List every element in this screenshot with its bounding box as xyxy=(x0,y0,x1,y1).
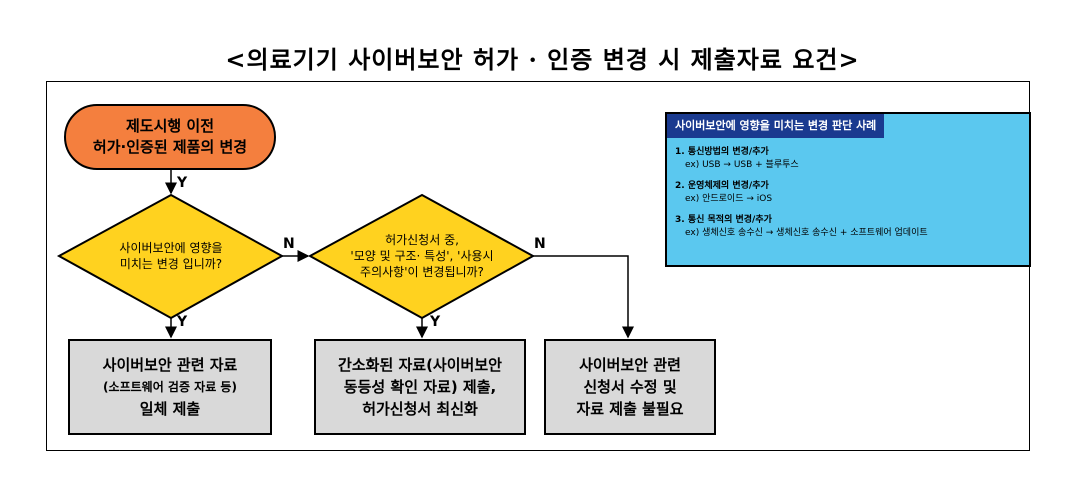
info-item-2-example: ex) 안드로이드 → iOS xyxy=(685,194,773,204)
start-line2: 허가·인증된 제품의 변경 xyxy=(92,138,248,156)
outcome-simplified-submission: 간소화된 자료(사이버보안 동등성 확인 자료) 제출, 허가신청서 최신화 xyxy=(314,339,526,435)
info-panel-title: 사이버보안에 영향을 미치는 변경 판단 사례 xyxy=(667,114,885,138)
info-item-3-example: ex) 생체신호 송수신 → 생체신호 송수신 + 소프트웨어 업데이트 xyxy=(685,228,928,238)
outcome3-line3: 자료 제출 불필요 xyxy=(576,400,684,418)
info-item-1-example: ex) USB → USB + 블루투스 xyxy=(685,160,799,170)
label-decision1-yes: Y xyxy=(177,314,188,330)
outcome1-line3: 일체 제출 xyxy=(139,400,201,418)
outcome1-line1: 사이버보안 관련 자료 xyxy=(102,356,238,374)
outcome2-line2: 동등성 확인 자료) 제출, xyxy=(343,378,497,396)
decision1-text: 사이버보안에 영향을 미치는 변경 입니까? xyxy=(96,240,246,272)
info-item-1-label: 1. 통신방법의 변경/추가 xyxy=(675,147,769,157)
decision1-line1: 사이버보안에 영향을 xyxy=(119,241,223,255)
label-decision2-no: N xyxy=(534,236,546,252)
outcome2-line1: 간소화된 자료(사이버보안 xyxy=(338,356,502,374)
label-decision2-yes: Y xyxy=(430,314,441,330)
decision1-line2: 미치는 변경 입니까? xyxy=(119,257,223,271)
arrow-decision2-no xyxy=(533,255,634,339)
page-title: <의료기기 사이버보안 허가 · 인증 변경 시 제출자료 요건> xyxy=(225,45,860,74)
label-decision1-no: N xyxy=(283,236,295,252)
decision2-line2: '모양 및 구조· 특성', '사용시 xyxy=(350,249,494,263)
start-terminal: 제도시행 이전 허가·인증된 제품의 변경 xyxy=(64,104,276,170)
info-item-2-label: 2. 운영체제의 변경/추가 xyxy=(675,181,769,191)
outcome3-line1: 사이버보안 관련 xyxy=(579,356,681,374)
outcome1-line2: (소프트웨어 검증 자료 등) xyxy=(103,380,237,394)
outcome2-line3: 허가신청서 최신화 xyxy=(362,400,478,418)
start-line1: 제도시행 이전 xyxy=(125,117,215,135)
outcome-full-submission: 사이버보안 관련 자료 (소프트웨어 검증 자료 등) 일체 제출 xyxy=(68,339,272,435)
info-item-3-label: 3. 통신 목적의 변경/추가 xyxy=(675,215,772,225)
outcome3-line2: 신청서 수정 및 xyxy=(583,378,677,396)
outcome-no-submission: 사이버보안 관련 신청서 수정 및 자료 제출 불필요 xyxy=(544,339,716,435)
info-panel-body: 1. 통신방법의 변경/추가 ex) USB → USB + 블루투스 2. 운… xyxy=(675,146,928,240)
decision2-line1: 허가신청서 중, xyxy=(385,233,459,247)
change-examples-panel: 사이버보안에 영향을 미치는 변경 판단 사례 1. 통신방법의 변경/추가 e… xyxy=(665,112,1031,267)
label-start-yes: Y xyxy=(177,175,188,191)
decision2-text: 허가신청서 중, '모양 및 구조· 특성', '사용시 주의사항'이 변경됩니… xyxy=(337,232,507,280)
decision2-line3: 주의사항'이 변경됩니까? xyxy=(360,265,484,279)
